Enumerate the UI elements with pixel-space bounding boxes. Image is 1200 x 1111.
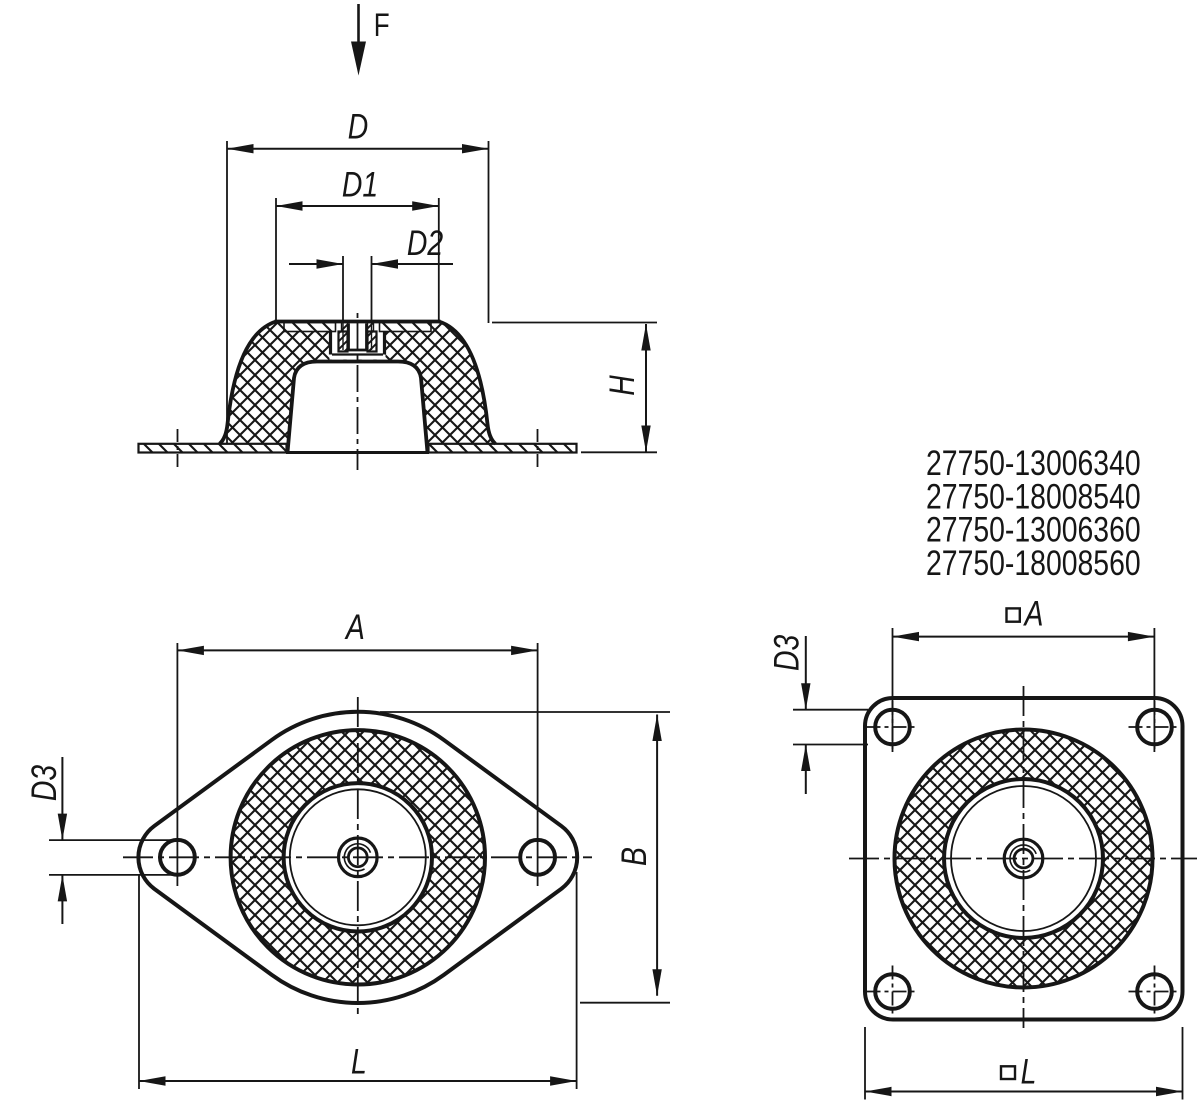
svg-text:D2: D2	[407, 223, 443, 263]
svg-text:L: L	[351, 1042, 367, 1082]
svg-text:D3: D3	[24, 765, 64, 801]
svg-text:27750-18008540: 27750-18008540	[926, 476, 1141, 516]
svg-text:A: A	[1023, 593, 1044, 633]
svg-text:D3: D3	[766, 635, 806, 671]
svg-text:D: D	[348, 106, 368, 146]
svg-text:A: A	[344, 607, 365, 647]
svg-text:27750-18008560: 27750-18008560	[926, 543, 1141, 583]
svg-text:27750-13006340: 27750-13006340	[926, 443, 1141, 483]
svg-text:F: F	[374, 7, 390, 43]
svg-text:D1: D1	[342, 164, 378, 204]
svg-text:H: H	[602, 375, 642, 396]
svg-text:27750-13006360: 27750-13006360	[926, 510, 1141, 550]
svg-text:B: B	[614, 847, 654, 866]
svg-text:L: L	[1021, 1051, 1037, 1091]
